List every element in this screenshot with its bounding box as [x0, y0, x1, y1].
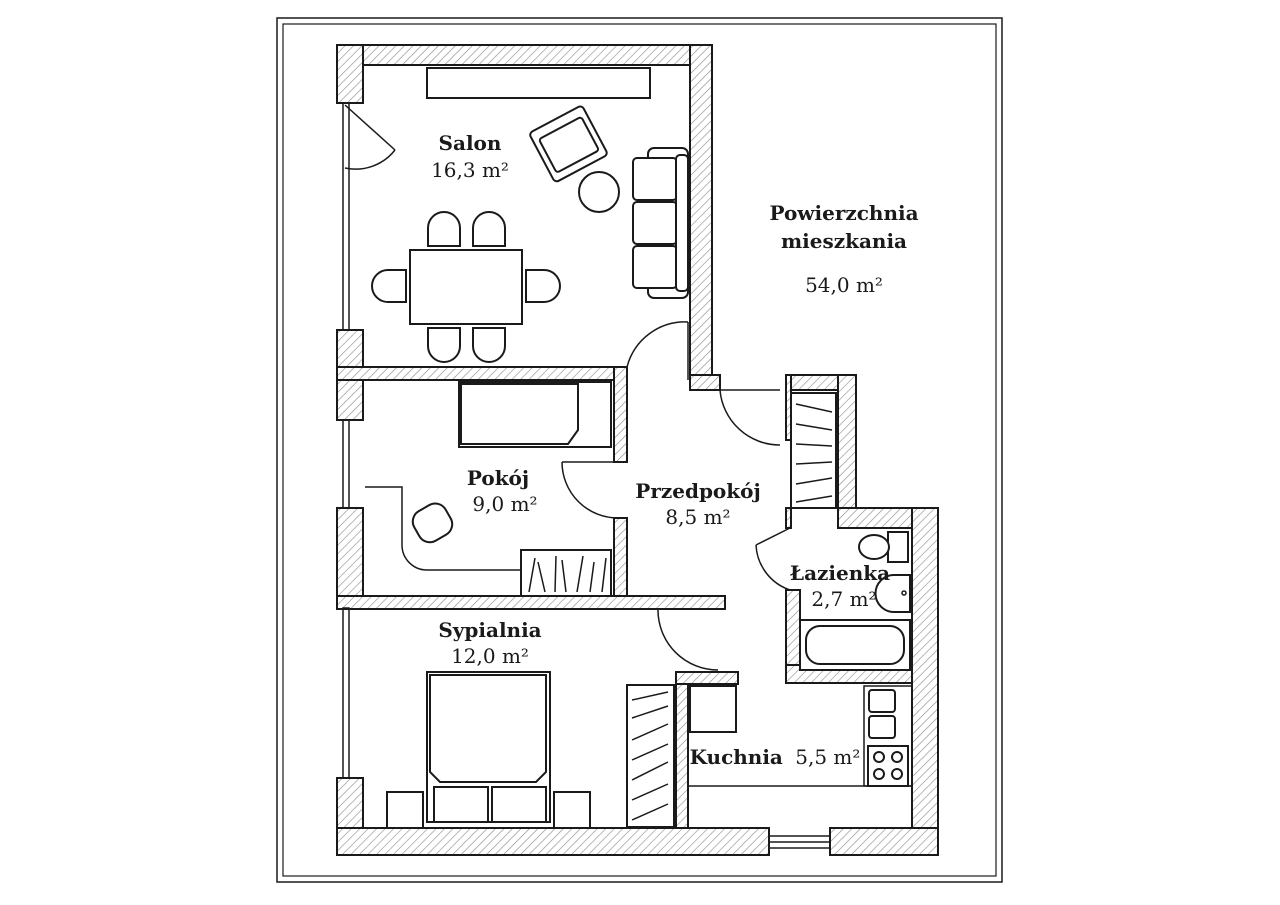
- lazienka-area: 2,7 m²: [811, 587, 876, 611]
- kuchnia-area: 5,5 m²: [795, 745, 860, 769]
- bathroom-fixtures: [799, 531, 911, 671]
- summary-area: 54,0 m²: [805, 273, 883, 297]
- hall-furniture: [790, 392, 837, 509]
- kuchnia-label: Kuchnia 5,5 m²: [690, 745, 861, 769]
- kitchen-fixtures: [688, 685, 913, 787]
- salon-name: Salon: [439, 131, 502, 155]
- salon-area: 16,3 m²: [431, 158, 509, 182]
- sypialnia-name: Sypialnia: [438, 618, 541, 642]
- windows: [342, 102, 831, 849]
- kuchnia-name: Kuchnia: [690, 745, 783, 769]
- pokoj-furniture: [365, 381, 612, 597]
- przedpokoj-name: Przedpokój: [635, 479, 760, 503]
- sypialnia-area: 12,0 m²: [451, 644, 529, 668]
- pokoj-name: Pokój: [467, 466, 529, 490]
- inner-frame: [282, 23, 997, 877]
- salon-furniture: [371, 67, 689, 363]
- lazienka-name: Łazienka: [790, 561, 890, 585]
- przedpokoj-area: 8,5 m²: [665, 505, 730, 529]
- walls: [336, 44, 939, 856]
- doors: [344, 104, 791, 671]
- summary-title-line1: Powierzchnia: [769, 201, 918, 225]
- summary-title-line2: mieszkania: [781, 229, 907, 253]
- sypialnia-furniture: [386, 671, 675, 829]
- outer-frame: [276, 17, 1003, 883]
- pokoj-area: 9,0 m²: [472, 492, 537, 516]
